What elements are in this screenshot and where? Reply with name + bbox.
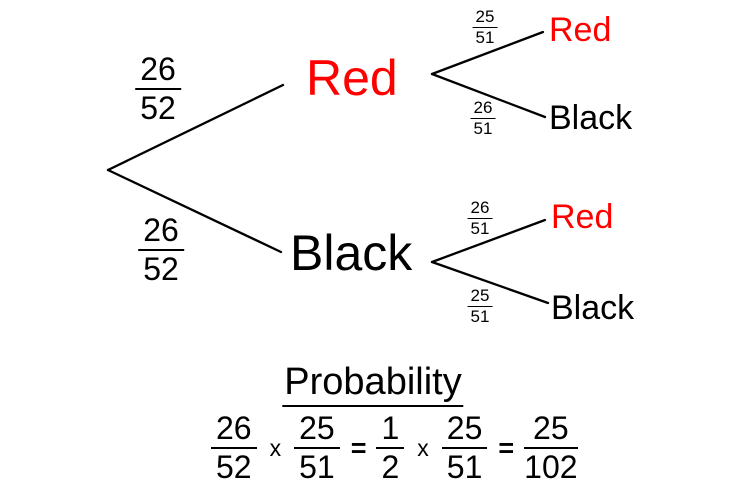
fraction-numerator: 25 [441,411,488,449]
fraction-numerator: 1 [376,411,405,449]
fraction-denominator: 51 [473,119,493,139]
fraction-denominator: 102 [524,449,578,485]
node-black-then-black: Black [551,289,635,327]
probability-title: Probability [282,361,464,407]
node-first-draw-red: Red [306,50,398,106]
branch-root-to-black [106,168,283,254]
node-red-then-black: Black [549,99,633,137]
branch-black-to-black [430,260,550,305]
equals-operator: = [350,432,367,463]
fraction-numerator: 25 [472,7,498,29]
fraction-red-then-black: 26 51 [470,98,496,139]
fraction-denominator: 51 [446,449,483,485]
equation-fraction-25-102: 25 102 [524,411,578,485]
fraction-numerator: 26 [138,213,184,251]
fraction-black-then-black: 25 51 [467,286,493,327]
branch-red-to-black [430,72,547,119]
fraction-numerator: 26 [211,411,257,449]
node-red-then-red: Red [549,11,612,49]
fraction-black-then-red: 26 51 [467,198,493,239]
equals-operator: = [498,432,514,463]
equation-fraction-26-52: 26 52 [211,411,257,484]
multiply-operator: x [269,434,282,461]
probability-equation: 26 52 x 25 51 = 1 2 x 25 51 = 25 102 [211,411,578,485]
fraction-first-draw-red: 26 52 [135,52,181,125]
node-black-then-red: Red [551,198,614,236]
fraction-denominator: 52 [216,449,252,485]
fraction-numerator: 25 [467,286,493,308]
fraction-numerator: 26 [467,198,493,220]
fraction-numerator: 26 [135,52,181,90]
fraction-denominator: 51 [299,449,335,485]
fraction-denominator: 51 [475,28,495,48]
fraction-denominator: 51 [470,219,490,239]
branch-root-to-red [106,83,285,172]
fraction-red-then-red: 25 51 [472,7,498,48]
fraction-denominator: 52 [140,89,176,126]
equation-fraction-1-2: 1 2 [376,411,405,485]
fraction-numerator: 26 [470,98,496,120]
fraction-denominator: 2 [381,449,400,485]
fraction-denominator: 52 [143,250,179,287]
fraction-first-draw-black: 26 52 [138,213,184,286]
fraction-numerator: 25 [524,411,578,449]
branch-black-to-red [430,218,547,264]
node-first-draw-black: Black [290,225,413,281]
multiply-operator: x [417,434,429,461]
fraction-denominator: 51 [470,307,490,327]
fraction-numerator: 25 [294,411,340,449]
equation-fraction-25-51: 25 51 [294,411,340,484]
branch-red-to-red [430,30,545,76]
equation-fraction-25-51-second: 25 51 [441,411,488,485]
